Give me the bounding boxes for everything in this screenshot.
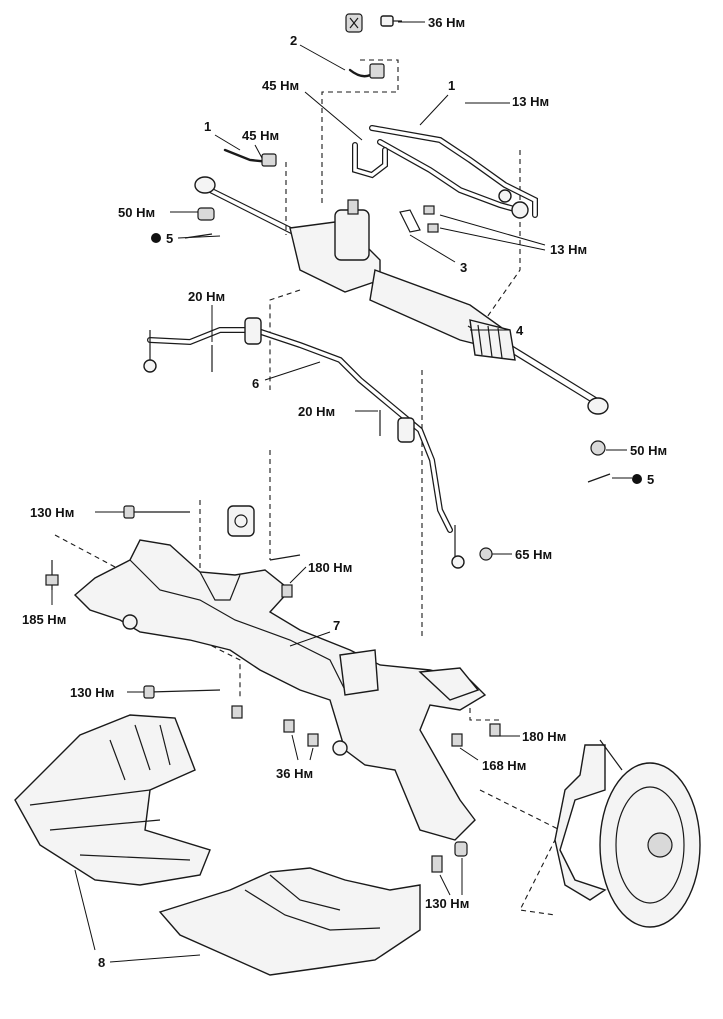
torque-label-130-bottom: 130 Нм <box>425 896 469 911</box>
torque-label-36-bottom: 36 Нм <box>276 766 313 781</box>
torque-label-130-mid: 130 Нм <box>70 685 114 700</box>
bracket-clamp-top <box>345 13 402 79</box>
part-number-4: 4 <box>516 323 524 338</box>
part-number-5-left: 5 <box>166 231 173 246</box>
torque-label-185: 185 Нм <box>22 612 66 627</box>
part-number-1-left: 1 <box>204 119 211 134</box>
torque-label-13-top: 13 Нм <box>512 94 549 109</box>
torque-label-20-left: 20 Нм <box>188 289 225 304</box>
knuckle-disc <box>554 739 701 928</box>
part-number-6: 6 <box>252 376 259 391</box>
torque-label-36-top: 36 Нм <box>428 15 465 30</box>
marker-dot-left <box>151 233 161 243</box>
torque-label-130-top: 130 Нм <box>30 505 74 520</box>
torque-label-180-right: 180 Нм <box>522 729 566 744</box>
cotter-pin-left <box>184 233 213 239</box>
torque-label-50-left: 50 Нм <box>118 205 155 220</box>
torque-label-45-mid: 45 Нм <box>262 78 299 93</box>
torque-label-20-mid: 20 Нм <box>298 404 335 419</box>
torque-label-50-right: 50 Нм <box>630 443 667 458</box>
leader-lines <box>51 21 632 896</box>
part-number-1-top: 1 <box>448 78 455 93</box>
marker-dot-right <box>632 474 642 484</box>
part-number-3: 3 <box>460 260 467 275</box>
power-steering-pipes <box>223 125 538 219</box>
cotter-pin-right <box>587 473 611 483</box>
stabilizer-bar <box>143 317 493 569</box>
torque-label-180-mid: 180 Нм <box>308 560 352 575</box>
part-number-8: 8 <box>98 955 105 970</box>
torque-label-13-right: 13 Нм <box>550 242 587 257</box>
torque-label-168: 168 Нм <box>482 758 526 773</box>
front-subframe <box>45 505 501 873</box>
part-number-5-right: 5 <box>647 472 654 487</box>
torque-label-45-left: 45 Нм <box>242 128 279 143</box>
part-number-7: 7 <box>333 618 340 633</box>
underbody-shields <box>14 714 421 976</box>
part-number-2: 2 <box>290 33 297 48</box>
torque-label-65: 65 Нм <box>515 547 552 562</box>
